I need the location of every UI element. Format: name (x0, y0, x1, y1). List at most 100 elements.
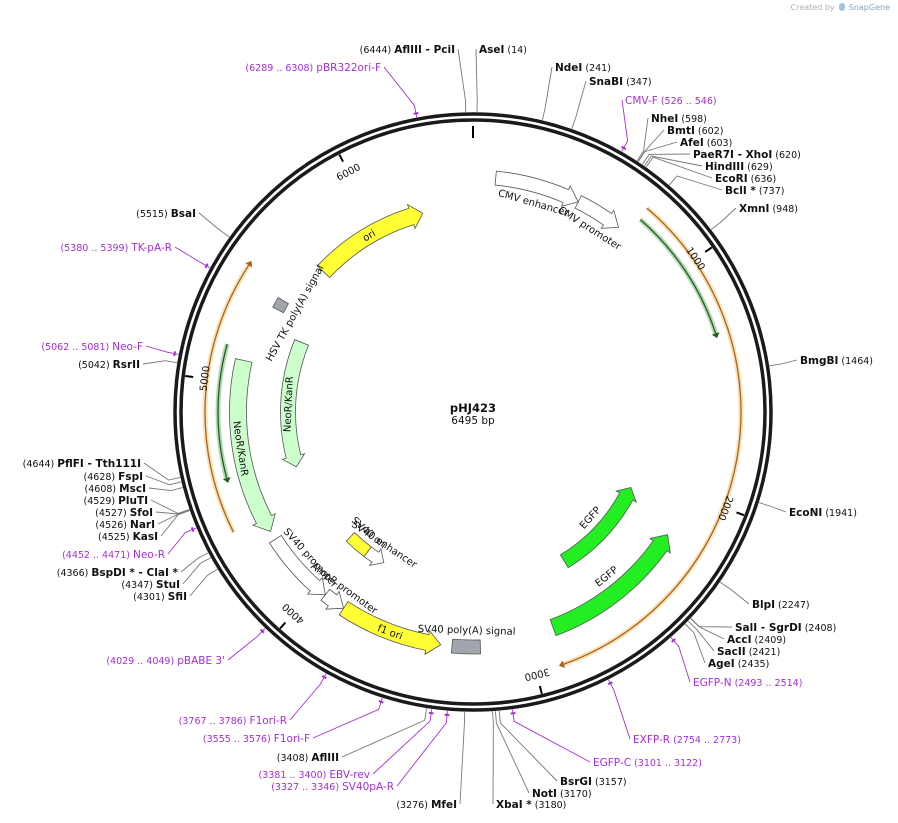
feature-f1-ori (338, 600, 442, 656)
site-name: BspDI * - ClaI * (91, 567, 178, 579)
primer-label-pbabe3: (4029 .. 4049) pBABE 3' (106, 655, 225, 667)
site-position: (4525) (98, 532, 133, 543)
orf-orange-1-glow (562, 206, 744, 667)
feature-neor-outer (229, 358, 276, 532)
site-position: (526 .. 546) (658, 96, 717, 107)
orf-layer (202, 206, 744, 668)
site-position: (598) (678, 114, 707, 125)
site-position: (3101 .. 3122) (631, 758, 702, 769)
leader-tk-pa-r (174, 246, 211, 269)
site-position: (3276) (396, 800, 431, 811)
leader-bsai (198, 212, 230, 238)
site-name: BmgBI (800, 355, 838, 367)
site-label-xbai: XbaI * (3180) (496, 799, 566, 811)
site-label-afliii: (3408) AflIII (277, 752, 339, 764)
site-name: KasI (133, 531, 158, 543)
tick-5000 (185, 374, 194, 378)
leader-sacii (687, 620, 715, 652)
site-name: pBR322ori-F (316, 62, 381, 74)
tick-1000 (704, 246, 713, 253)
site-name: Neo-R (133, 549, 165, 561)
leader-sfoi (155, 509, 190, 515)
orf-green-1-head (711, 332, 720, 339)
site-position: (6289 .. 6308) (245, 63, 316, 74)
site-label-acci: AccI (2409) (727, 634, 786, 646)
orf-green-2-head (222, 477, 231, 483)
site-position: (5380 .. 5399) (60, 243, 131, 254)
site-name: RsrII (113, 359, 140, 371)
site-label-asei: AseI (14) (479, 44, 527, 56)
site-name: EGFP-C (593, 757, 631, 769)
site-name: PluTI (118, 495, 148, 507)
leader-ebv-rev (372, 709, 433, 775)
leader-sgrdi (690, 618, 733, 628)
feature-sv40-ori (345, 532, 372, 558)
site-position: (4644) (23, 459, 58, 470)
site-position: (620) (772, 150, 801, 161)
primer-label-pbr322ori-f: (6289 .. 6308) pBR322ori-F (245, 62, 381, 74)
tick-label-6000: 6000 (335, 162, 363, 183)
leader-egfp-c (512, 709, 591, 763)
leader-tth111i (143, 462, 181, 481)
leader-acci (690, 618, 725, 640)
site-name: F1ori-R (250, 715, 287, 727)
site-label-sacii: SacII (2421) (717, 646, 780, 658)
leader-xbai (492, 711, 494, 805)
feature-neor-inner (280, 339, 310, 468)
feature-hsv-tk-polya (272, 297, 289, 314)
tick-label-4000: 4000 (281, 601, 307, 626)
leader-bcli (668, 175, 723, 191)
site-label-clai: (4366) BspDI * - ClaI * (57, 567, 179, 579)
site-position: (629) (744, 162, 773, 173)
site-label-econi: EcoNI (1941) (789, 507, 857, 519)
leader-agei (684, 623, 706, 664)
tick-label-5000: 5000 (199, 365, 213, 392)
leader-f1ori-r (289, 673, 327, 721)
site-label-blpi: BlpI (2247) (752, 599, 810, 611)
site-position: (2408) (802, 623, 837, 634)
feature-sv40-enhancer (363, 546, 385, 567)
site-name: SalI - SgrDI (735, 622, 802, 634)
site-label-pcii: (6444) AflIII - PciI (360, 44, 455, 56)
primer-label-f1ori-r: (3767 .. 3786) F1ori-R (179, 715, 287, 727)
tick-label-2000: 2000 (715, 494, 734, 522)
site-label-snabi: SnaBI (347) (589, 76, 652, 88)
site-name: SfoI (130, 507, 153, 519)
primer-label-sv40pa-r: (3327 .. 3346) SV40pA-R (271, 781, 394, 793)
site-position: (737) (756, 186, 785, 197)
site-name: NheI (651, 113, 678, 125)
site-position: (4029 .. 4049) (106, 656, 177, 667)
leader-pbr322ori-f (383, 66, 418, 118)
site-name: SnaBI (589, 76, 623, 88)
site-name: EcoRI (715, 173, 748, 185)
site-name: Neo-F (112, 341, 143, 353)
site-position: (1941) (822, 508, 857, 519)
site-name: TK-pA-R (130, 242, 172, 254)
site-name: NdeI (555, 62, 582, 74)
leader-asei (475, 48, 478, 113)
site-label-kasi: (4525) KasI (98, 531, 158, 543)
leader-pbabe3 (227, 627, 266, 661)
site-label-ndei: NdeI (241) (555, 62, 611, 74)
site-position: (2435) (735, 659, 770, 670)
leader-noti (495, 711, 530, 794)
leader-blpi (719, 581, 750, 605)
site-position: (5062 .. 5081) (41, 342, 112, 353)
leader-pluti (150, 499, 190, 514)
site-label-mfei: (3276) MfeI (396, 799, 457, 811)
site-label-sfoi: (4527) SfoI (95, 507, 153, 519)
site-name: XbaI * (496, 799, 532, 811)
site-name: NotI (532, 788, 557, 800)
site-label-bsai: (5515) BsaI (136, 208, 196, 220)
tick-3000 (538, 685, 543, 694)
site-name: HindIII (705, 161, 744, 173)
leader-bmgbi (769, 359, 798, 367)
site-label-bsrgi: BsrGI (3157) (560, 776, 627, 788)
site-position: (1464) (838, 356, 873, 367)
site-name: pBABE 3' (177, 655, 225, 667)
leader-rsrii (142, 360, 178, 365)
site-name: SfiI (168, 591, 187, 603)
backbone-outer-strand (173, 112, 773, 712)
site-label-noti: NotI (3170) (532, 788, 592, 800)
leader-pcii (457, 48, 467, 113)
